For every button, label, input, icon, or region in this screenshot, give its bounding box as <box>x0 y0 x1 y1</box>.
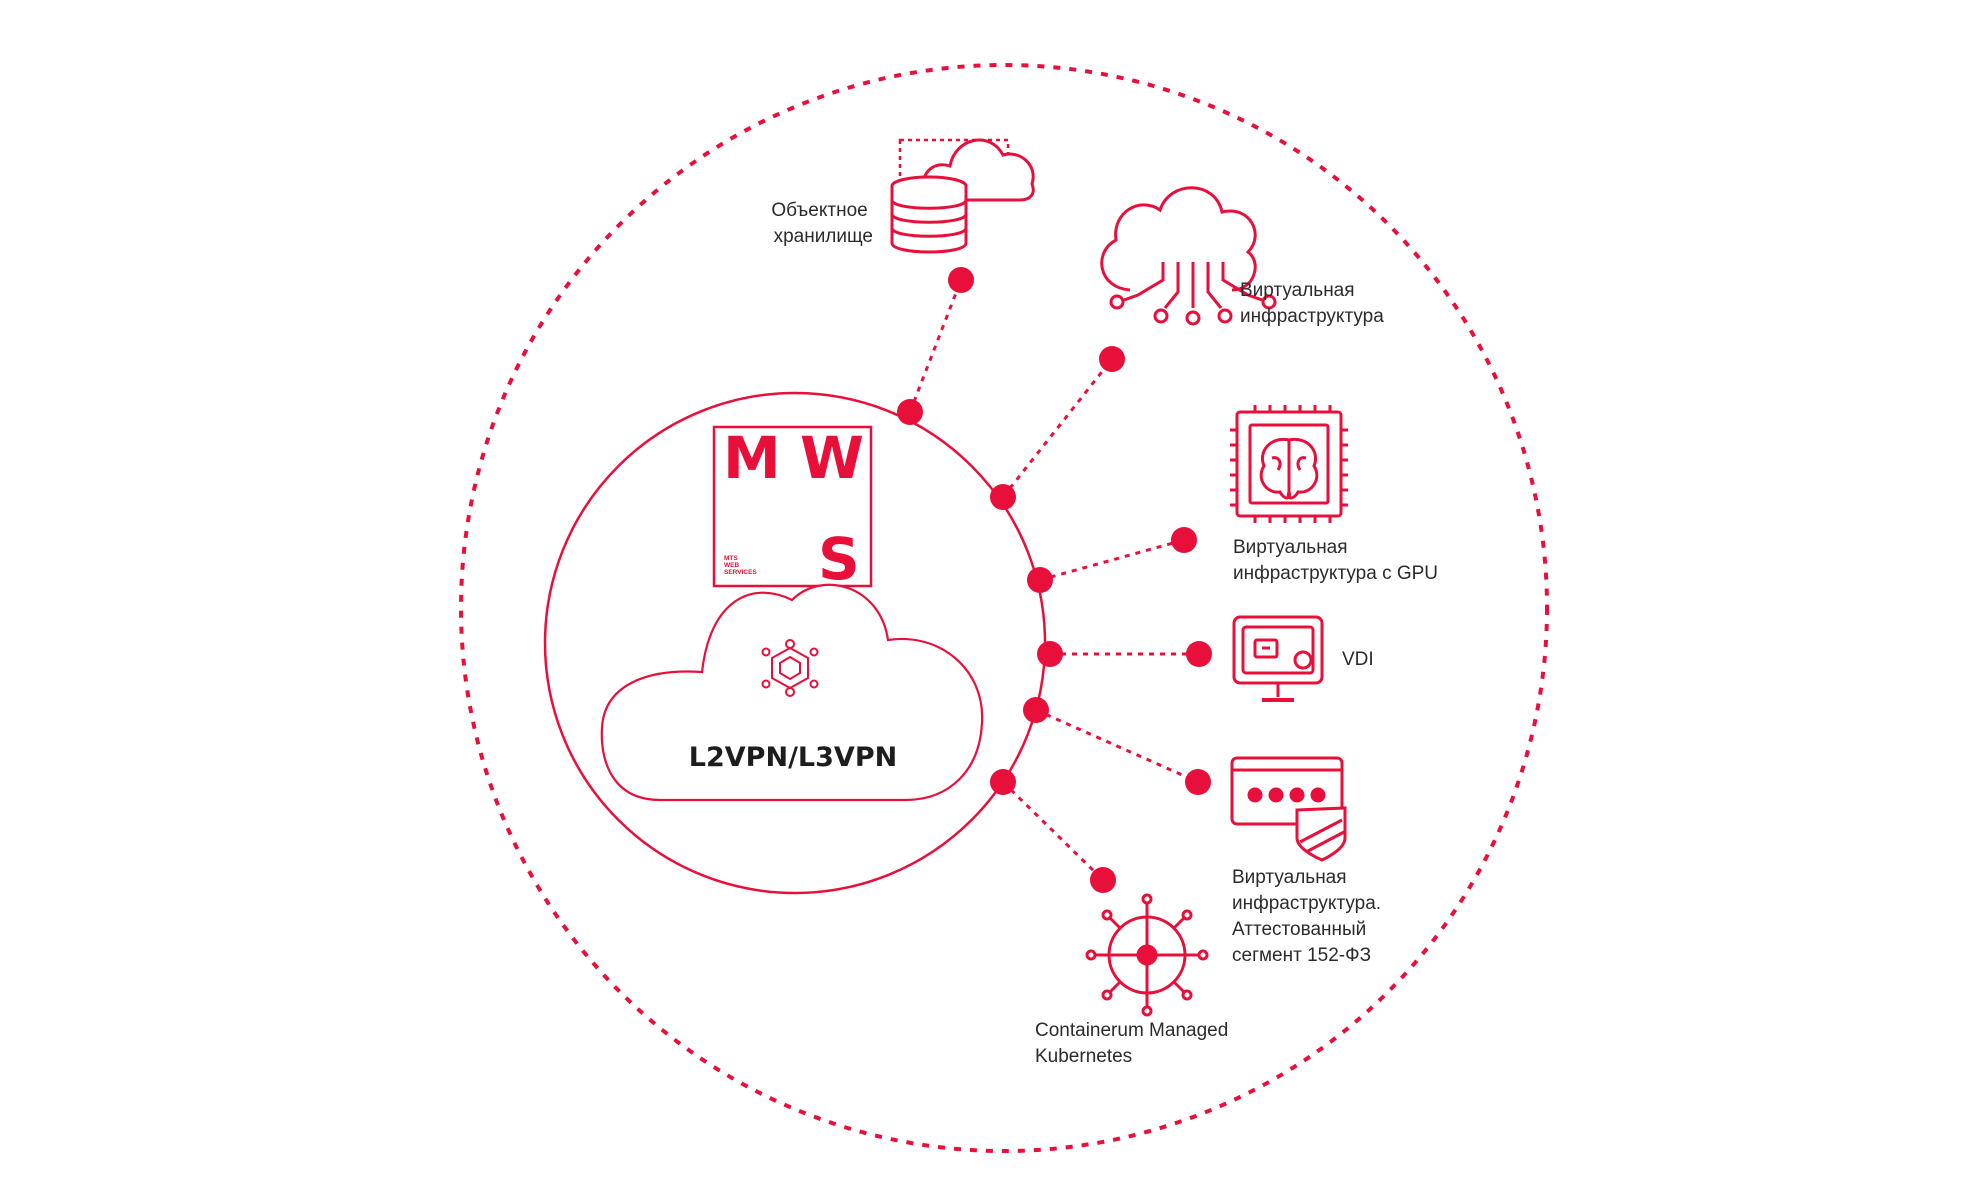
network-hexagon-icon <box>761 639 819 697</box>
logo-letter-w: W <box>800 424 864 492</box>
service-dot-object-storage <box>948 267 974 293</box>
service-dot-virtual-infrastructure <box>1099 346 1125 372</box>
logo-letter-s: S <box>818 525 860 593</box>
hub-dot-object-storage <box>897 399 923 425</box>
logo-line-3: SERVICES <box>724 569 757 576</box>
vpn-cloud-shape <box>600 583 984 802</box>
vpn-cloud: L2VPN/L3VPN <box>600 583 984 802</box>
logo-line-2: WEB <box>724 562 739 569</box>
mws-logo: M W S MTS WEB SERVICES <box>712 424 873 593</box>
label-kubernetes-line-2: Kubernetes <box>1035 1046 1132 1067</box>
service-dot-virtual-infrastructure-gpu <box>1171 527 1197 553</box>
kubernetes-wheel-icon <box>1085 893 1209 1017</box>
connector-certified-segment <box>1035 708 1199 784</box>
service-dots <box>948 267 1212 893</box>
label-virtual-infrastructure-gpu: Виртуальная инфраструктура с GPU <box>1233 537 1438 584</box>
label-object-storage-line-1: Объектное <box>771 200 867 221</box>
label-certified-segment-line-4: сегмент 152-ФЗ <box>1232 945 1371 966</box>
label-virtual-infrastructure-line-1: Виртуальная <box>1240 280 1355 301</box>
label-certified-segment-line-3: Аттестованный <box>1232 919 1366 940</box>
logo-frame <box>712 425 873 588</box>
service-dot-vdi <box>1186 641 1212 667</box>
connector-object-storage <box>908 279 963 413</box>
logo-line-1: MTS <box>724 555 738 562</box>
cloud-circuit-icon <box>1100 186 1277 326</box>
label-virtual-infrastructure-gpu-line-2: инфраструктура с GPU <box>1233 563 1438 584</box>
label-object-storage-line-2: хранилище <box>774 226 873 247</box>
connectors <box>908 279 1199 882</box>
service-dot-certified-segment <box>1185 769 1211 795</box>
hub-dot-virtual-infrastructure-gpu <box>1027 567 1053 593</box>
label-virtual-infrastructure: Виртуальная инфраструктура <box>1240 280 1384 327</box>
hub-dot-vdi <box>1037 641 1063 667</box>
secure-password-icon <box>1230 756 1347 862</box>
hub-title: L2VPN/L3VPN <box>689 742 897 773</box>
label-certified-segment: Виртуальная инфраструктура. Аттестованны… <box>1232 867 1386 966</box>
label-virtual-infrastructure-gpu-line-1: Виртуальная <box>1233 537 1348 558</box>
database-cloud-icon <box>890 138 1035 254</box>
label-virtual-infrastructure-line-2: инфраструктура <box>1240 306 1384 327</box>
label-object-storage: Объектное хранилище <box>771 200 873 247</box>
hub-dots <box>897 399 1063 795</box>
monitor-icon <box>1232 615 1324 702</box>
label-vdi: VDI <box>1342 649 1374 670</box>
service-dot-kubernetes <box>1090 867 1116 893</box>
ai-chip-icon <box>1230 405 1348 523</box>
hub-dot-virtual-infrastructure <box>990 484 1016 510</box>
hub-dot-kubernetes <box>990 769 1016 795</box>
logo-letter-m: M <box>723 424 781 492</box>
outer-boundary <box>459 63 1549 1153</box>
label-kubernetes: Containerum Managed Kubernetes <box>1035 1020 1234 1067</box>
label-kubernetes-line-1: Containerum Managed <box>1035 1020 1228 1041</box>
hub-dot-certified-segment <box>1023 697 1049 723</box>
connector-virtual-infrastructure-gpu <box>1039 538 1185 582</box>
connector-virtual-infrastructure <box>1001 358 1114 498</box>
label-certified-segment-line-2: инфраструктура. <box>1232 893 1381 914</box>
connector-kubernetes <box>1001 780 1105 882</box>
label-certified-segment-line-1: Виртуальная <box>1232 867 1347 888</box>
